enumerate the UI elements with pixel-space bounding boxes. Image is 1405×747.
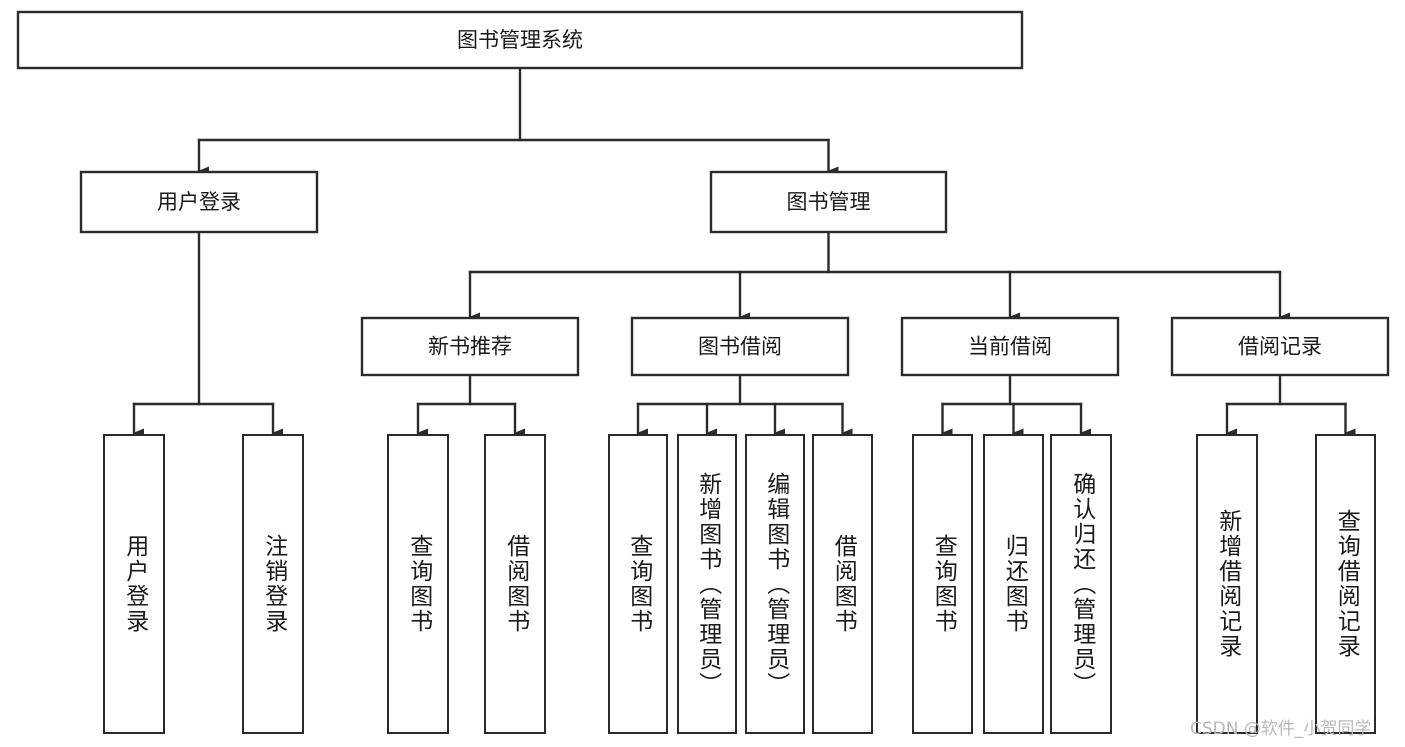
leaf-label-leaf-query-record: 查询借阅记录 — [1333, 509, 1360, 659]
node-label-user-login: 用户登录 — [157, 190, 241, 214]
leaf-label-leaf-edit-book: 编辑图书（管理员） — [762, 471, 789, 697]
leaf-label-leaf-confirm-return: 确认归还（管理员） — [1068, 471, 1095, 697]
leaf-label-leaf-return-book: 归还图书 — [1001, 534, 1028, 634]
leaf-box-leaf-borrow-book[interactable]: 借阅图书 — [812, 434, 873, 734]
node-box-book-borrow[interactable] — [630, 316, 850, 377]
connector-layer — [132, 66, 1356, 438]
node-label-book-manage: 图书管理 — [787, 190, 871, 214]
leaf-box-leaf-confirm-return[interactable]: 确认归还（管理员） — [1050, 434, 1112, 734]
leaf-box-leaf-add-record[interactable]: 新增借阅记录 — [1196, 434, 1258, 734]
leaf-label-leaf-borrow-book-rec: 借阅图书 — [502, 534, 529, 634]
node-label-new-book-rec: 新书推荐 — [428, 335, 512, 359]
leaf-box-leaf-query-book-rec[interactable]: 查询图书 — [387, 434, 449, 734]
leaf-box-leaf-logout[interactable]: 注销登录 — [242, 434, 304, 734]
node-box-new-book-rec[interactable] — [360, 316, 580, 377]
node-box-user-login[interactable] — [79, 170, 319, 234]
node-label-book-borrow: 图书借阅 — [698, 335, 782, 359]
node-label-current-borrow: 当前借阅 — [968, 335, 1052, 359]
watermark-label: CSDN @软件_小贺同学 — [1190, 719, 1372, 739]
node-box-root[interactable] — [16, 10, 1024, 70]
node-label-borrow-record: 借阅记录 — [1238, 335, 1322, 359]
leaf-box-leaf-add-book[interactable]: 新增图书（管理员） — [677, 434, 737, 734]
node-box-borrow-record[interactable] — [1170, 316, 1390, 377]
leaf-label-leaf-query-book-current: 查询图书 — [930, 534, 957, 634]
leaf-label-leaf-borrow-book: 借阅图书 — [830, 534, 857, 634]
leaf-label-leaf-add-book: 新增图书（管理员） — [694, 471, 721, 697]
leaf-box-leaf-query-book-borrow[interactable]: 查询图书 — [608, 434, 668, 734]
leaf-label-leaf-query-book-borrow: 查询图书 — [625, 534, 652, 634]
leaf-box-leaf-edit-book[interactable]: 编辑图书（管理员） — [745, 434, 805, 734]
node-rect-layer — [16, 10, 1390, 377]
node-box-current-borrow[interactable] — [900, 316, 1120, 377]
leaf-label-leaf-add-record: 新增借阅记录 — [1214, 509, 1241, 659]
leaf-box-leaf-borrow-book-rec[interactable]: 借阅图书 — [484, 434, 546, 734]
leaf-box-leaf-query-book-current[interactable]: 查询图书 — [912, 434, 973, 734]
node-box-book-manage[interactable] — [709, 170, 948, 234]
leaf-label-leaf-logout: 注销登录 — [260, 534, 287, 634]
leaf-label-leaf-query-book-rec: 查询图书 — [405, 534, 432, 634]
leaf-label-leaf-user-login: 用户登录 — [121, 534, 148, 634]
leaf-box-leaf-return-book[interactable]: 归还图书 — [983, 434, 1044, 734]
leaf-box-leaf-user-login[interactable]: 用户登录 — [103, 434, 165, 734]
node-label-root: 图书管理系统 — [457, 28, 583, 52]
leaf-box-leaf-query-record[interactable]: 查询借阅记录 — [1315, 434, 1376, 734]
